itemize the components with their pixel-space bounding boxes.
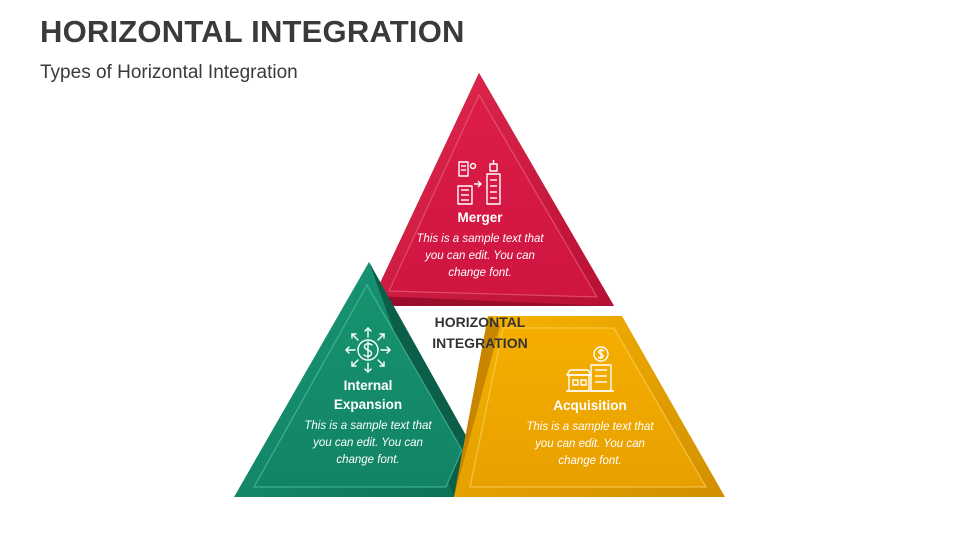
merger-label: Merger — [457, 210, 503, 225]
merger-triangle — [374, 73, 614, 306]
internal-expansion-label: Internal Expansion — [333, 378, 403, 412]
internal-expansion-text: Internal Expansion This is a sample text… — [288, 376, 448, 469]
acquisition-description: This is a sample text that you can edit.… — [526, 421, 654, 467]
center-label: HORIZONTAL INTEGRATION — [432, 314, 528, 351]
page-subtitle: Types of Horizontal Integration — [40, 62, 298, 83]
merger-text: Merger This is a sample text that you ca… — [400, 208, 560, 282]
building-dollar-icon — [566, 346, 614, 392]
acquisition-text: Acquisition This is a sample text that y… — [510, 396, 670, 470]
internal-expansion-description: This is a sample text that you can edit.… — [304, 420, 432, 466]
buildings-merge-icon — [457, 160, 501, 205]
merger-description: This is a sample text that you can edit.… — [416, 233, 544, 279]
acquisition-label: Acquisition — [553, 398, 627, 413]
internal-expansion-triangle — [234, 262, 474, 497]
page-title: HORIZONTAL INTEGRATION — [40, 14, 465, 49]
acquisition-triangle — [454, 316, 725, 497]
dollar-arrows-icon — [345, 327, 391, 373]
